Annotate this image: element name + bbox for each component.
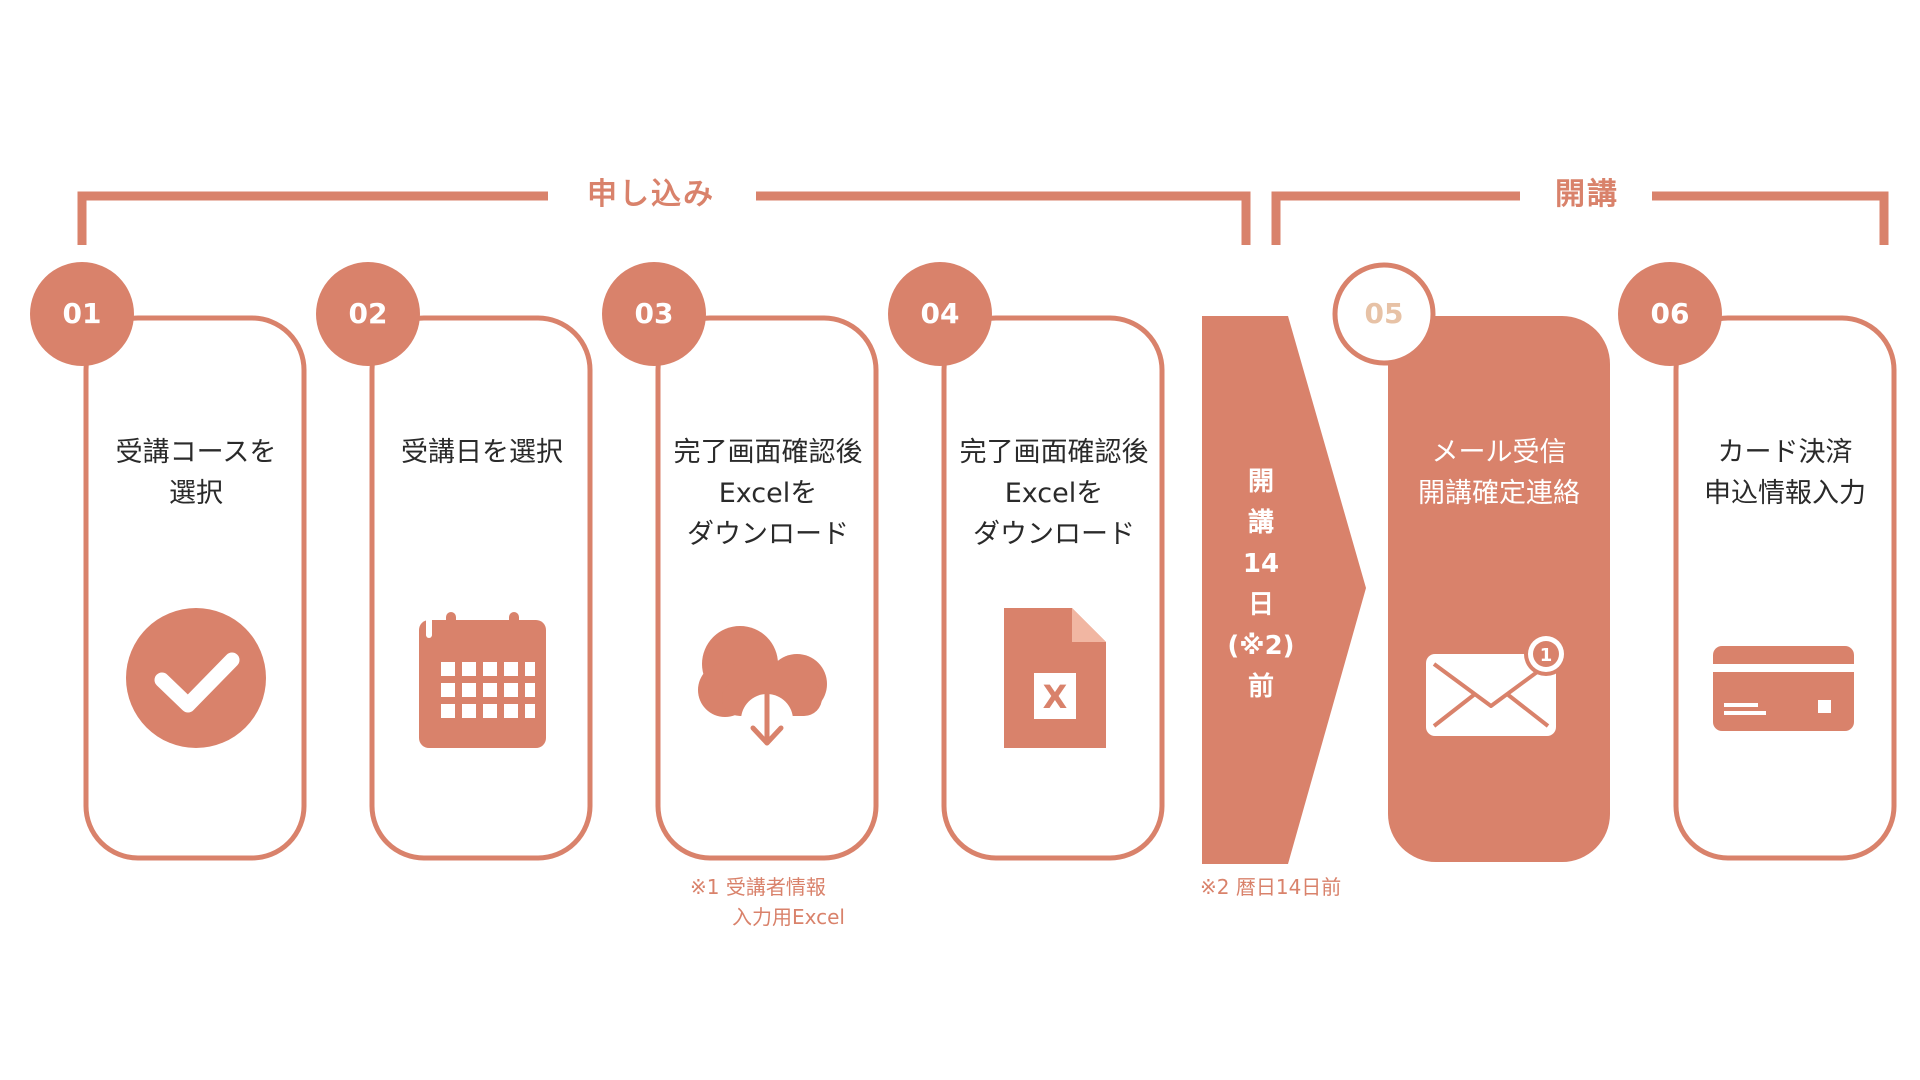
step-text-line: ダウンロード <box>973 519 1135 550</box>
footnote-2: ※2 暦日14日前 <box>1200 875 1342 899</box>
step-number-02: 02 <box>348 297 388 330</box>
bracket-opening-right-line <box>1652 191 1889 245</box>
arrow-label-line: 開 <box>1247 467 1274 497</box>
step-circle-02 <box>316 262 420 366</box>
step-text-line: Excelを <box>1004 478 1104 509</box>
arrow-label-line: 講 <box>1247 508 1274 538</box>
calendar-icon <box>419 612 546 748</box>
opening-phase-label: 開講 <box>1555 177 1619 212</box>
step-card-04 <box>941 315 1165 861</box>
step-text-03: 完了画面確認後 Excelを ダウンロード <box>648 432 888 555</box>
bracket-opening-left-line <box>1271 191 1520 245</box>
arrow-label-line: 日 <box>1247 590 1274 620</box>
step-text-line: 完了画面確認後 <box>959 437 1149 468</box>
bracket-application-right-line <box>756 191 1251 245</box>
step-circle-03 <box>602 262 706 366</box>
excel-file-icon: X <box>1004 608 1106 748</box>
step-text-01: 受講コースを 選択 <box>76 432 316 514</box>
step-text-line: 申込情報入力 <box>1704 478 1866 509</box>
step-text-line: 開講確定連絡 <box>1418 478 1580 509</box>
bracket-opening <box>1271 191 1889 245</box>
step-text-05: メール受信 開講確定連絡 <box>1379 432 1619 514</box>
step-number-04: 04 <box>920 297 960 330</box>
footnote-1-line: ※1 受講者情報 <box>690 875 826 899</box>
credit-card-icon <box>1713 646 1854 731</box>
step-circle-06 <box>1618 262 1722 366</box>
step-number-01: 01 <box>62 297 102 330</box>
step-circle-04 <box>888 262 992 366</box>
step-text-line: Excelを <box>718 478 818 509</box>
step-text-line: 受講コースを <box>115 437 277 468</box>
step-card-05 <box>1388 316 1610 862</box>
step-number-06: 06 <box>1650 297 1690 330</box>
step-text-line: 選択 <box>169 478 223 509</box>
mail-notification-icon: 1 <box>1426 632 1568 736</box>
footnote-1: ※1 受講者情報 入力用Excel <box>690 872 860 932</box>
step-card-02 <box>369 315 593 861</box>
arrow-label-line: 14 <box>1242 549 1280 579</box>
footnote-1-line: 入力用Excel <box>732 905 845 929</box>
cloud-download-icon <box>698 626 827 746</box>
fourteen-days-arrow <box>1202 316 1366 864</box>
bracket-application <box>77 191 1251 245</box>
step-text-line: 受講日を選択 <box>401 437 563 468</box>
step-circle-05 <box>1332 262 1436 366</box>
svg-text:X: X <box>1043 678 1068 716</box>
step-card-01 <box>83 315 307 861</box>
arrow-label-line: 前 <box>1247 672 1274 702</box>
step-text-02: 受講日を選択 <box>362 432 602 473</box>
arrow-label-line: (※2) <box>1227 631 1295 661</box>
step-text-line: カード決済 <box>1717 437 1853 468</box>
step-text-04: 完了画面確認後 Excelを ダウンロード <box>934 432 1174 555</box>
mail-badge-count: 1 <box>1540 645 1553 666</box>
step-text-06: カード決済 申込情報入力 <box>1665 432 1905 514</box>
bracket-application-left-line <box>77 191 548 245</box>
step-card-06 <box>1673 315 1897 861</box>
step-number-05: 05 <box>1364 297 1404 330</box>
step-number-03: 03 <box>634 297 674 330</box>
check-circle-icon <box>126 608 266 748</box>
step-text-line: メール受信 <box>1431 437 1567 468</box>
step-circle-01 <box>30 262 134 366</box>
step-card-03 <box>655 315 879 861</box>
application-phase-label: 申し込み <box>587 177 715 212</box>
step-text-line: 完了画面確認後 <box>673 437 863 468</box>
step-text-line: ダウンロード <box>687 519 849 550</box>
arrow-label: 開 講 14 日 (※2) 前 <box>1216 462 1306 708</box>
